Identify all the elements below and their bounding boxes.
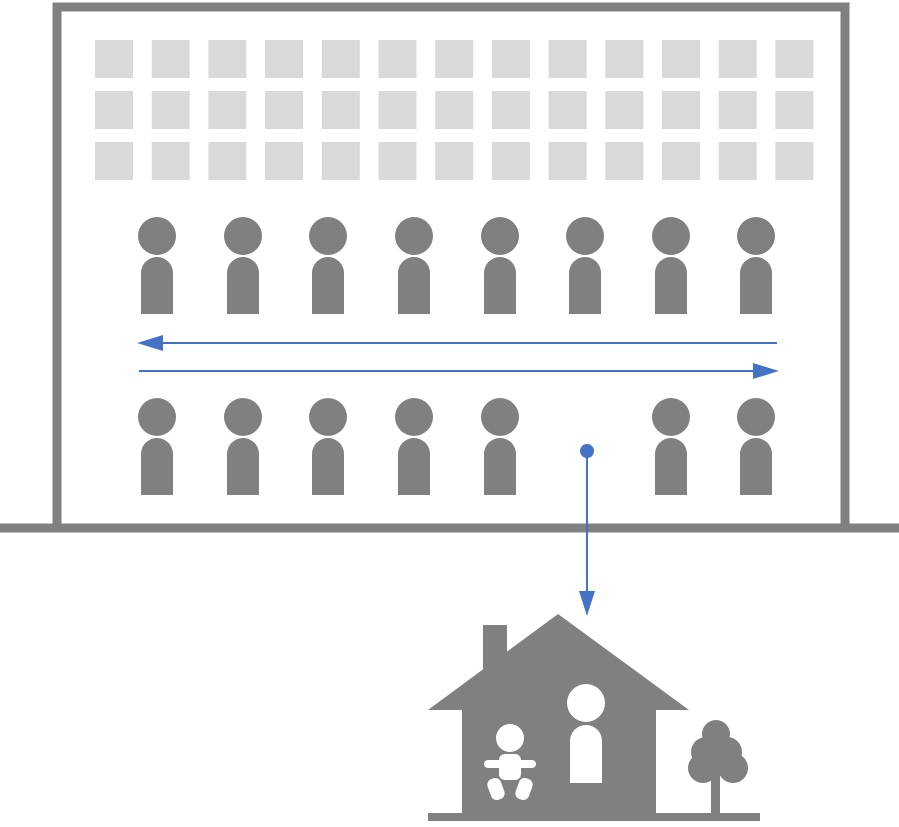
building-window xyxy=(322,91,360,129)
worker-person-icon xyxy=(652,217,690,314)
worker-person-icon xyxy=(224,217,262,314)
building-window xyxy=(719,142,757,180)
building-window xyxy=(152,91,190,129)
building-window xyxy=(152,142,190,180)
worker-person-icon xyxy=(737,217,775,314)
building-window xyxy=(322,40,360,78)
building-window xyxy=(662,91,700,129)
building-window xyxy=(379,91,417,129)
house-roof xyxy=(428,614,689,710)
worker-person-icon xyxy=(138,217,176,314)
building-window xyxy=(265,142,303,180)
building-window xyxy=(605,91,643,129)
building-window xyxy=(492,142,530,180)
building-window xyxy=(719,91,757,129)
building-window xyxy=(435,91,473,129)
building-window xyxy=(208,40,246,78)
building-window xyxy=(208,91,246,129)
worker-person-icon xyxy=(224,398,262,495)
building-window xyxy=(95,142,133,180)
building-window xyxy=(549,142,587,180)
building-window xyxy=(775,142,813,180)
building-window xyxy=(662,40,700,78)
building-window xyxy=(95,40,133,78)
building-window xyxy=(208,142,246,180)
worker-person-icon xyxy=(395,398,433,495)
worker-person-icon xyxy=(481,217,519,314)
home-house xyxy=(428,614,760,817)
building-window xyxy=(265,91,303,129)
worker-person-icon xyxy=(652,398,690,495)
building-window xyxy=(492,40,530,78)
worker-person-icon xyxy=(481,398,519,495)
building-window xyxy=(775,40,813,78)
adult-occupant-icon xyxy=(567,684,605,783)
building-window xyxy=(775,91,813,129)
worker-person-icon xyxy=(566,217,604,314)
worker-person-icon xyxy=(395,217,433,314)
worker-person-icon xyxy=(309,217,347,314)
building-window xyxy=(379,40,417,78)
building-window xyxy=(95,91,133,129)
building-window xyxy=(719,40,757,78)
building-window xyxy=(435,142,473,180)
worker-person-icon xyxy=(737,398,775,495)
worker-person-icon xyxy=(138,398,176,495)
building-window xyxy=(605,142,643,180)
building-window xyxy=(549,91,587,129)
tree-icon xyxy=(688,720,748,816)
house-body xyxy=(462,700,656,815)
building-window xyxy=(322,142,360,180)
building-window xyxy=(152,40,190,78)
building-window xyxy=(435,40,473,78)
building-window xyxy=(265,40,303,78)
building-window xyxy=(662,142,700,180)
worker-person-icon xyxy=(309,398,347,495)
office-building xyxy=(57,7,845,528)
building-window xyxy=(605,40,643,78)
building-window xyxy=(379,142,417,180)
building-window xyxy=(492,91,530,129)
building-window xyxy=(549,40,587,78)
